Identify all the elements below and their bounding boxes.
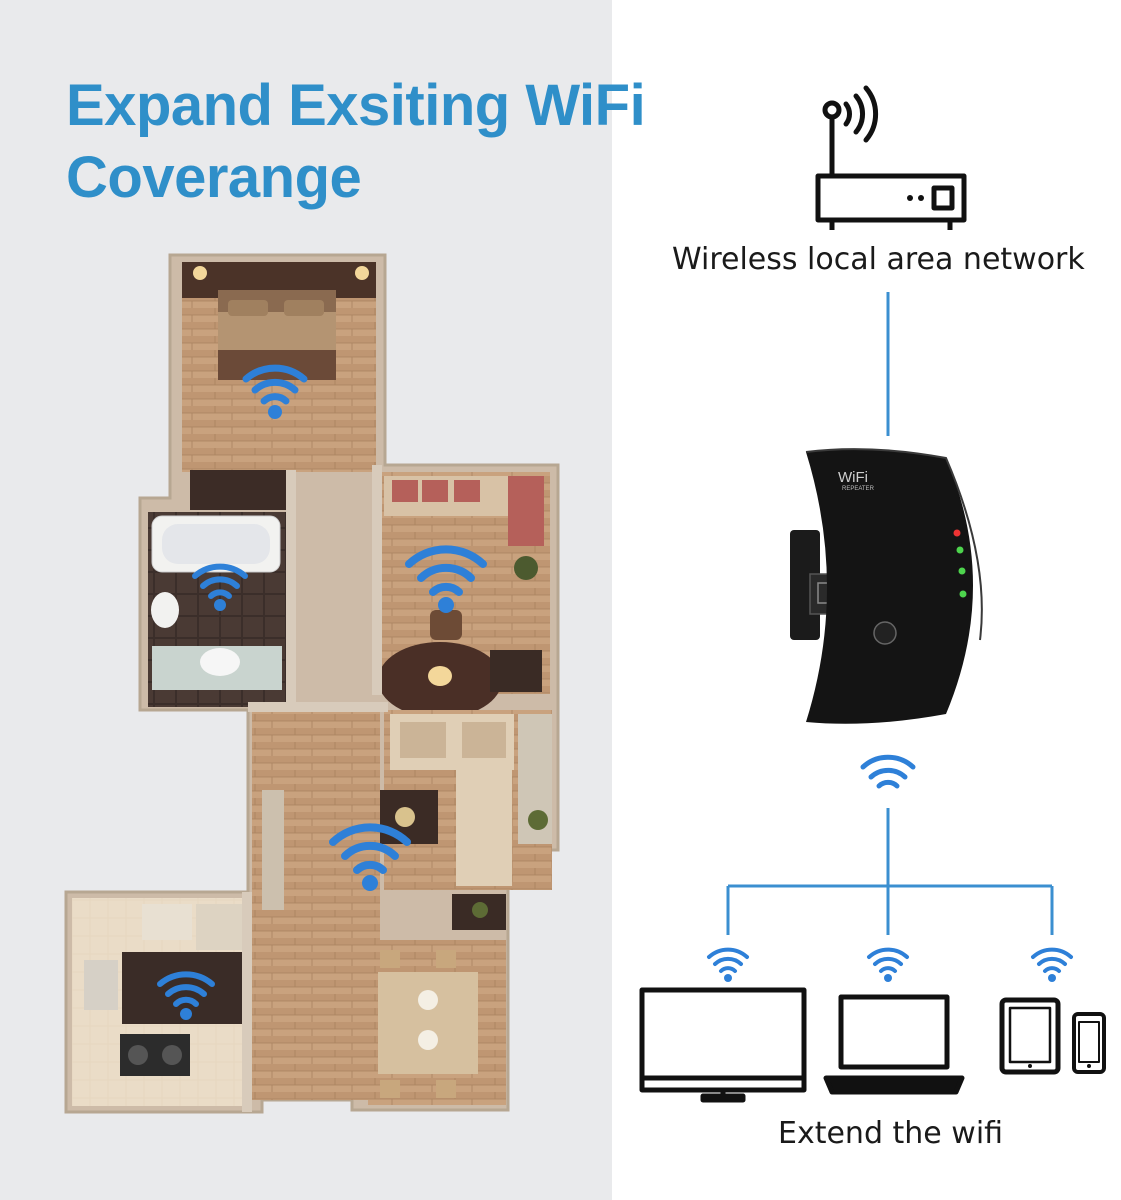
tablet-icon <box>999 997 1061 1075</box>
wifi-icon <box>157 971 215 1020</box>
device-brand-text: WiFi <box>838 469 868 486</box>
router-icon <box>815 85 967 230</box>
phone-icon <box>1072 1012 1106 1074</box>
wifi-icon <box>242 364 308 419</box>
headline-line-1: Expand Exsiting WiFi <box>66 73 646 138</box>
router-label: Wireless local area network <box>672 242 1085 277</box>
wifi-icon <box>192 563 248 611</box>
headline: Expand Exsiting WiFi Coverange <box>66 70 646 214</box>
floor-plan-illustration <box>64 253 560 1114</box>
wifi-icon <box>707 947 749 982</box>
wifi-icon <box>329 823 411 891</box>
device-model-text: REPEATER <box>842 486 875 492</box>
monitor-icon <box>639 987 807 1103</box>
wifi-repeater-device <box>790 448 983 724</box>
wifi-icon <box>405 545 487 613</box>
wifi-icon <box>1031 947 1073 982</box>
headline-line-2: Coverange <box>66 145 362 210</box>
laptop-icon <box>823 994 965 1095</box>
wifi-icon <box>860 754 916 789</box>
connector-tree <box>726 808 1054 935</box>
extend-label: Extend the wifi <box>778 1116 1004 1151</box>
wifi-icon <box>867 947 909 982</box>
